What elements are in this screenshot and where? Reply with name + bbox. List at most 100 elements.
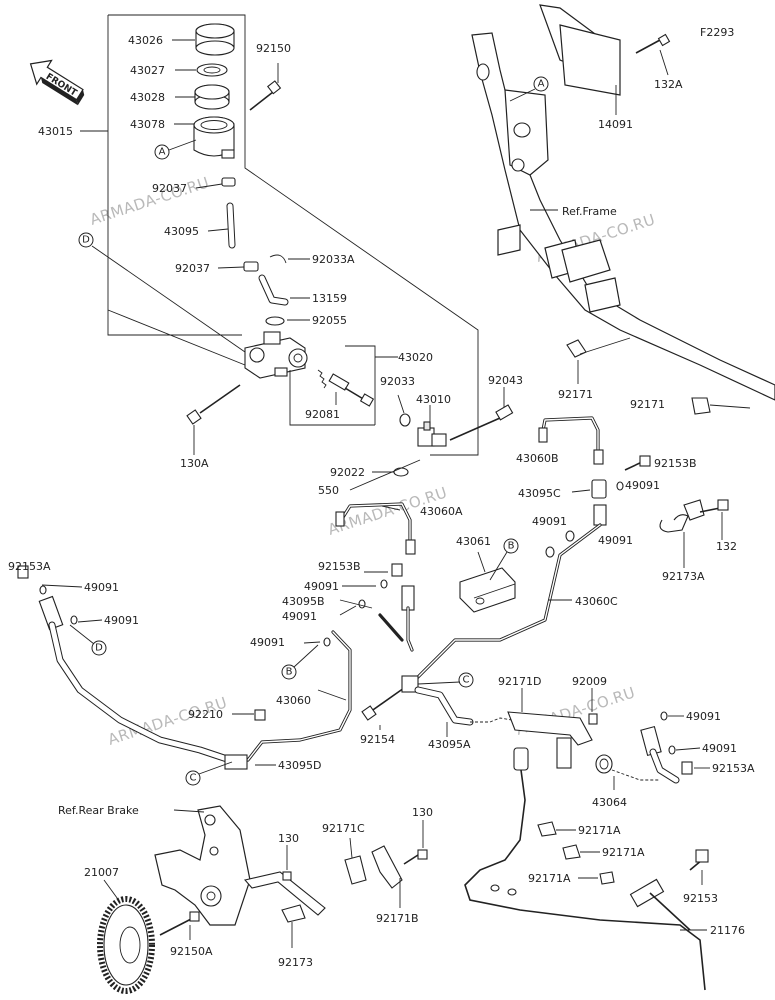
label-21176: 21176 <box>710 924 745 937</box>
label-43064: 43064 <box>592 796 627 809</box>
label-92153A-left: 92153A <box>8 560 51 573</box>
pipe-43060 <box>246 630 352 762</box>
label-92171-2: 92171 <box>630 398 665 411</box>
label-43095C: 43095C <box>518 487 561 500</box>
label-43026: 43026 <box>128 34 163 47</box>
label-130-left: 130 <box>278 832 299 845</box>
label-43060C: 43060C <box>575 595 618 608</box>
label-92173: 92173 <box>278 956 313 969</box>
junction-43061 <box>459 551 516 613</box>
pushrod-92081 <box>317 369 375 407</box>
label-43095B: 43095B <box>282 595 325 608</box>
label-49091-m2: 49091 <box>282 610 317 623</box>
callout-c-left: C <box>190 773 197 784</box>
callout-d-left: D <box>95 643 103 654</box>
callout-a: A <box>159 147 166 158</box>
bolt-92150 <box>249 63 282 111</box>
brake-hose-left <box>17 565 248 770</box>
label-92153B-right: 92153B <box>654 457 697 470</box>
callout-b-right: B <box>508 541 515 552</box>
label-ref-frame: Ref.Frame <box>562 205 617 218</box>
label-49091-br1: 49091 <box>686 710 721 723</box>
label-92153B-middle: 92153B <box>318 560 361 573</box>
label-92171A-1: 92171A <box>578 824 621 837</box>
label-92055: 92055 <box>312 314 347 327</box>
part-labels: 43026 43027 43028 43078 92150 43015 9203… <box>8 34 755 969</box>
fittings-middle <box>303 563 415 652</box>
diagram-code: F2293 <box>700 26 734 39</box>
label-43015: 43015 <box>38 125 73 138</box>
label-92043: 92043 <box>488 374 523 387</box>
label-ref-rear-brake: Ref.Rear Brake <box>58 804 139 817</box>
label-92022: 92022 <box>330 466 365 479</box>
label-92171B: 92171B <box>376 912 419 925</box>
label-92171-1: 92171 <box>558 388 593 401</box>
label-92033: 92033 <box>380 375 415 388</box>
label-49091-r3: 49091 <box>598 534 633 547</box>
label-49091-l2: 49091 <box>104 614 139 627</box>
watermark: ARMADA-CO.RU <box>88 173 212 229</box>
master-cylinder-body <box>244 331 308 379</box>
label-92153: 92153 <box>683 892 718 905</box>
label-43060B: 43060B <box>516 452 559 465</box>
label-92081: 92081 <box>305 408 340 421</box>
label-92154: 92154 <box>360 733 395 746</box>
callout-b-middle: B <box>286 667 293 678</box>
label-92037-bottom: 92037 <box>175 262 210 275</box>
rear-brake-assembly <box>97 805 326 994</box>
callout-a-frame: A <box>538 79 545 90</box>
label-49091-m1: 49091 <box>304 580 339 593</box>
label-21007: 21007 <box>84 866 119 879</box>
label-92171C: 92171C <box>322 822 365 835</box>
label-43028: 43028 <box>130 91 165 104</box>
clamp-92173A <box>659 499 729 568</box>
label-132A: 132A <box>654 78 683 91</box>
label-130A: 130A <box>180 457 209 470</box>
label-49091-m3: 49091 <box>250 636 285 649</box>
label-49091-r2: 49091 <box>532 515 567 528</box>
label-49091-r1: 49091 <box>625 479 660 492</box>
callout-c-right: C <box>463 675 470 686</box>
label-43095A: 43095A <box>428 738 471 751</box>
label-43078: 43078 <box>130 118 165 131</box>
label-92037-top: 92037 <box>152 182 187 195</box>
label-43010: 43010 <box>416 393 451 406</box>
pipe-43060A <box>335 502 416 555</box>
hose-43095A <box>361 675 513 737</box>
label-130-right: 130 <box>412 806 433 819</box>
label-49091-l1: 49091 <box>84 581 119 594</box>
label-43060: 43060 <box>276 694 311 707</box>
bracket-92171D <box>507 688 615 790</box>
label-43061: 43061 <box>456 535 491 548</box>
label-92009: 92009 <box>572 675 607 688</box>
label-43020: 43020 <box>398 351 433 364</box>
label-92153A-right: 92153A <box>712 762 755 775</box>
label-13159: 13159 <box>312 292 347 305</box>
sensor-cable-21176 <box>464 747 707 991</box>
label-49091-br2: 49091 <box>702 742 737 755</box>
fittings-lower-right <box>611 711 710 784</box>
label-132: 132 <box>716 540 737 553</box>
label-92173A: 92173A <box>662 570 705 583</box>
clevis-43010 <box>417 421 447 447</box>
label-92033A: 92033A <box>312 253 355 266</box>
label-14091: 14091 <box>598 118 633 131</box>
label-43095D: 43095D <box>278 759 321 772</box>
master-cylinder-group: A <box>80 14 514 491</box>
label-43060A: 43060A <box>420 505 463 518</box>
label-92150A: 92150A <box>170 945 213 958</box>
label-92150: 92150 <box>256 42 291 55</box>
label-43027: 43027 <box>130 64 165 77</box>
clamps-lower-middle <box>344 820 428 908</box>
callout-d-top: D <box>82 235 90 246</box>
label-43095: 43095 <box>164 225 199 238</box>
label-92171A-2: 92171A <box>602 846 645 859</box>
label-92210: 92210 <box>188 708 223 721</box>
label-92171A-3: 92171A <box>528 872 571 885</box>
brake-line-right <box>413 416 651 682</box>
label-92171D: 92171D <box>498 675 541 688</box>
frame-reference <box>471 4 775 401</box>
label-550: 550 <box>318 484 339 497</box>
